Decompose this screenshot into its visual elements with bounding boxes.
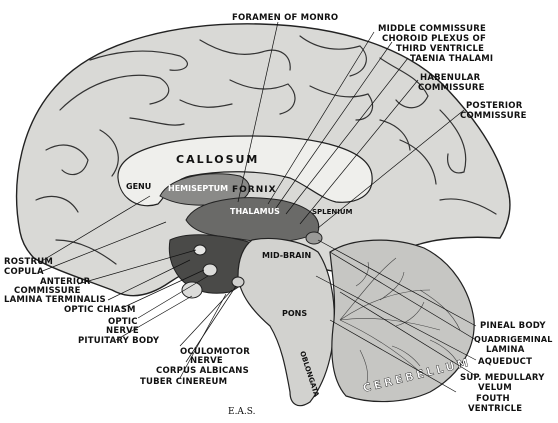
genu-label: GENU	[126, 182, 151, 191]
label-posterior-2: COMMISSURE	[460, 111, 527, 121]
label-foramen-of-monro: FORAMEN OF MONRO	[232, 13, 338, 23]
brainstem	[237, 237, 335, 407]
label-optic-nerve: NERVE	[106, 326, 139, 336]
label-corpus-albicans: CORPUS ALBICANS	[156, 366, 249, 376]
arbor-vitae	[339, 257, 461, 387]
label-anterior: ANTERIOR	[40, 277, 91, 287]
splenium-label: SPLENIUM	[312, 208, 353, 216]
label-posterior-1: POSTERIOR	[466, 101, 523, 111]
thalamus-label: THALAMUS	[230, 207, 280, 216]
label-rostrum: ROSTRUM	[4, 257, 53, 267]
label-optic-chiasm: OPTIC CHIASM	[64, 305, 136, 315]
label-optic: OPTIC	[108, 317, 138, 327]
label-oculomotor: OCULOMOTOR	[180, 347, 250, 357]
label-quadrigeminal-1: QUADRIGEMINAL	[474, 335, 553, 344]
label-taenia-thalami: TAENIA THALAMI	[410, 54, 493, 64]
label-pituitary-body: PITUITARY BODY	[78, 336, 160, 346]
anterior-commissure	[193, 244, 207, 256]
pineal-body	[305, 231, 323, 245]
label-lamina-terminalis: LAMINA TERMINALIS	[4, 295, 106, 305]
label-middle-commissure: MIDDLE COMMISSURE	[378, 24, 486, 34]
label-sup-medullary-2: VELUM	[478, 383, 512, 393]
optic-chiasm	[202, 263, 218, 277]
label-tuber-cinereum: TUBER CINEREUM	[140, 377, 227, 387]
label-choroid-plexus-2: THIRD VENTRICLE	[396, 44, 484, 54]
leader-lines	[39, 21, 477, 393]
hemiseptum-label: HEMISEPTUM	[168, 184, 228, 193]
pons-label: PONS	[282, 309, 307, 318]
hemiseptum-region	[159, 173, 250, 206]
label-fourth-1: FOUTH	[476, 394, 510, 404]
label-commissure: COMMISSURE	[14, 286, 81, 296]
signature: E.A.S.	[228, 407, 256, 417]
label-habenular-1: HABENULAR	[420, 73, 481, 83]
label-copula: COPULA	[4, 267, 44, 277]
gyri-pattern	[35, 35, 497, 265]
label-oculomotor-nerve: NERVE	[190, 356, 223, 366]
mid-brain-label: MID-BRAIN	[262, 251, 311, 260]
pituitary-body	[181, 281, 203, 299]
label-fourth-2: VENTRICLE	[468, 404, 522, 414]
label-aqueduct: AQUEDUCT	[478, 357, 532, 367]
label-quadrigeminal-2: LAMINA	[486, 345, 525, 355]
callosum-label: CALLOSUM	[176, 153, 259, 166]
fornix-label: FORNIX	[232, 185, 277, 195]
label-sup-medullary-1: SUP. MEDULLARY	[460, 373, 545, 383]
label-pineal-body: PINEAL BODY	[480, 321, 546, 331]
label-choroid-plexus-1: CHOROID PLEXUS OF	[382, 34, 486, 44]
label-habenular-2: COMMISSURE	[418, 83, 485, 93]
corpus-albicans	[231, 276, 245, 288]
